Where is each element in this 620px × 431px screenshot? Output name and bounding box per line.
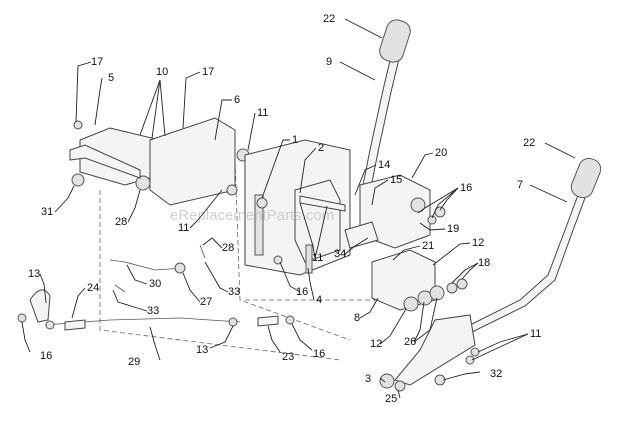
callouts: 22 9 17 5 10 17 6 11 1 2 14 15 20 16 22 …: [28, 13, 541, 405]
callout-13-left: 13: [28, 268, 40, 280]
callout-11-mid: 11: [178, 222, 189, 234]
callout-15: 15: [390, 174, 402, 186]
callout-11-top: 11: [257, 107, 268, 119]
handle-base: [379, 314, 480, 392]
callout-24: 24: [87, 282, 99, 294]
callout-2: 2: [318, 142, 324, 154]
callout-6: 6: [234, 94, 240, 106]
callout-17-right: 17: [202, 66, 214, 78]
callout-7: 7: [517, 179, 523, 191]
callout-12-bottom: 12: [370, 338, 382, 350]
watermark: eReplacementParts.com: [170, 207, 334, 224]
drawing: [17, 19, 602, 392]
callout-16-mid: 16: [296, 286, 308, 298]
lower-bracket: [371, 249, 468, 312]
left-bracket: [69, 117, 250, 206]
callout-33-left: 33: [147, 305, 159, 317]
callout-17-left: 17: [91, 56, 103, 68]
callout-32: 32: [490, 368, 502, 380]
callout-1: 1: [292, 134, 298, 146]
callout-14: 14: [378, 159, 390, 171]
callout-22-right: 22: [523, 137, 535, 149]
callout-3: 3: [365, 373, 371, 385]
callout-8: 8: [354, 312, 360, 324]
callout-11-right: 11: [530, 328, 541, 340]
rod-29: [17, 289, 295, 331]
callout-30: 30: [149, 278, 161, 290]
callout-21: 21: [422, 240, 434, 252]
callout-23: 23: [282, 351, 294, 363]
right-bracket: [344, 174, 446, 249]
callout-16-bottom: 16: [313, 348, 325, 360]
callout-28-mid: 28: [222, 242, 234, 254]
callout-9: 9: [326, 56, 332, 68]
callout-13-mid: 13: [196, 344, 208, 356]
callout-22-top: 22: [323, 13, 335, 25]
callout-4: 4: [316, 294, 322, 306]
callout-33-right: 33: [228, 286, 240, 298]
callout-27: 27: [200, 296, 212, 308]
callout-28-left: 28: [115, 216, 127, 228]
callout-12-top: 12: [472, 237, 484, 249]
callout-18: 18: [478, 257, 490, 269]
leader-lines: [21, 18, 576, 399]
callout-31: 31: [41, 206, 53, 218]
callout-11-center: 11: [312, 252, 323, 264]
callout-25: 25: [385, 393, 397, 405]
handle-9: [359, 19, 411, 203]
callout-10: 10: [156, 66, 168, 78]
callout-26: 26: [404, 336, 416, 348]
callout-16-left: 16: [40, 350, 52, 362]
callout-5: 5: [108, 72, 114, 84]
callout-29: 29: [128, 356, 140, 368]
callout-20: 20: [435, 147, 447, 159]
callout-19: 19: [447, 223, 459, 235]
callout-34: 34: [334, 248, 346, 260]
callout-16-right: 16: [460, 182, 472, 194]
